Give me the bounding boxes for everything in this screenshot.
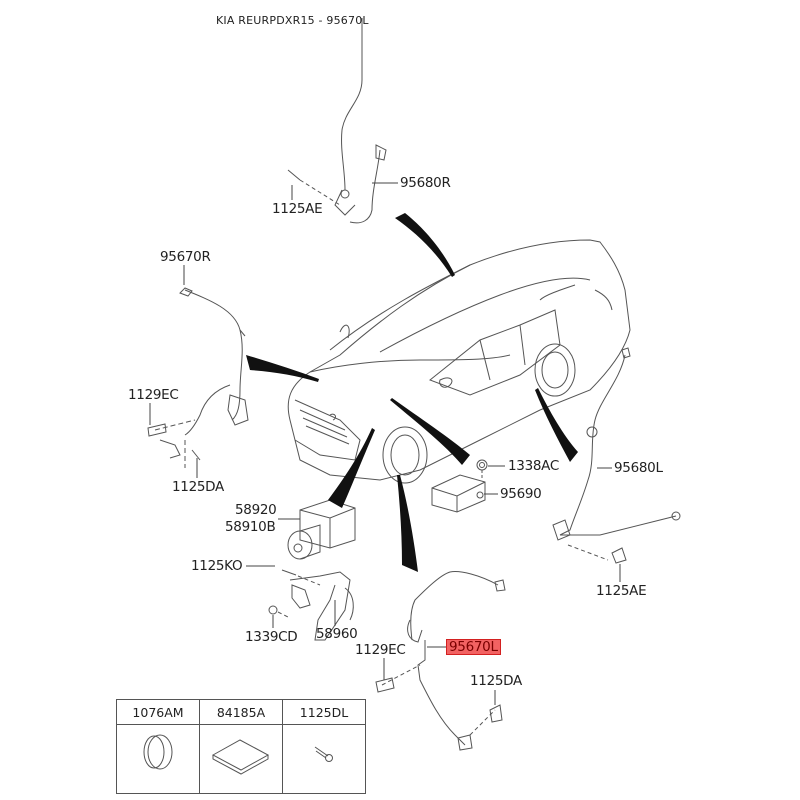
part-label-95670R[interactable]: 95670R — [160, 249, 211, 265]
part-label-1125KO[interactable]: 1125KO — [191, 558, 243, 574]
car-illustration — [287, 239, 631, 484]
part-label-1125AE-right[interactable]: 1125AE — [596, 583, 647, 599]
part-label-1125DA-bottom[interactable]: 1125DA — [470, 673, 522, 689]
part-label-58910B[interactable]: 58910B — [225, 519, 276, 535]
sensor-95670L — [375, 571, 506, 751]
part-label-1129EC-left[interactable]: 1129EC — [128, 387, 179, 403]
callout-wedges — [246, 213, 578, 572]
part-label-1125AE-top[interactable]: 1125AE — [272, 201, 323, 217]
legend-part-84185A[interactable]: 84185A — [199, 699, 283, 725]
legend-cell-pad — [199, 724, 283, 794]
part-label-95680R[interactable]: 95680R — [400, 175, 451, 191]
diagram-title: KIA REURPDXR15 - 95670L — [216, 14, 369, 27]
part-label-95670L-highlighted[interactable]: 95670L — [446, 639, 501, 655]
part-label-1129EC-bottom[interactable]: 1129EC — [355, 642, 406, 658]
legend-part-1076AM[interactable]: 1076AM — [116, 699, 200, 725]
part-label-95680L[interactable]: 95680L — [614, 460, 663, 476]
sensor-95670R — [147, 287, 249, 468]
parts-legend-table: 1076AM 84185A 1125DL — [116, 699, 366, 794]
legend-cell-cap-plug — [116, 724, 200, 794]
part-label-1125DA-left[interactable]: 1125DA — [172, 479, 224, 495]
legend-part-1125DL[interactable]: 1125DL — [282, 699, 366, 725]
part-label-58920[interactable]: 58920 — [235, 502, 277, 518]
legend-cell-bolt — [282, 724, 366, 794]
sensor-95680R — [287, 18, 387, 224]
module-95690 — [431, 459, 488, 513]
part-label-58960[interactable]: 58960 — [316, 626, 358, 642]
part-label-1338AC[interactable]: 1338AC — [508, 458, 559, 474]
abs-module — [287, 499, 356, 560]
part-label-1339CD[interactable]: 1339CD — [245, 629, 298, 645]
sensor-95680L — [552, 347, 681, 564]
part-label-95690[interactable]: 95690 — [500, 486, 542, 502]
